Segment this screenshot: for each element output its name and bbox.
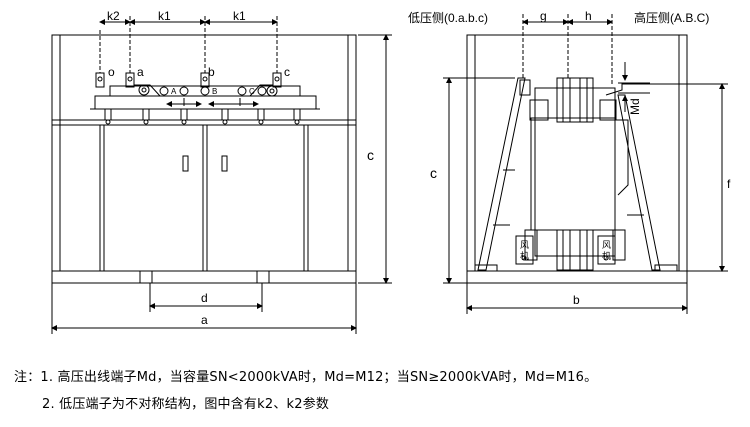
dim-f-label: f bbox=[727, 177, 731, 191]
high-voltage-side-label: 高压侧(A.B.C) bbox=[634, 10, 709, 25]
fan-left-text-2: 机 bbox=[520, 250, 529, 261]
terminal-c-lug bbox=[272, 72, 282, 88]
phase-A-circle bbox=[159, 86, 169, 96]
dim-Md-label: Md bbox=[628, 98, 642, 115]
dim-c-front-label: c bbox=[367, 147, 374, 163]
dim-b-label: b bbox=[573, 293, 580, 307]
fan-right-text-2: 机 bbox=[602, 250, 611, 261]
side-enclosure-inner bbox=[474, 34, 680, 272]
terminal-o-label: o bbox=[108, 65, 115, 79]
note-line-2: 2. 低压端子为不对称结构，图中含有k2、k2参数 bbox=[42, 397, 330, 412]
terminal-a-label: a bbox=[137, 65, 144, 79]
lv-terminal-plate bbox=[94, 95, 317, 110]
fan-left-text: 风 bbox=[520, 240, 529, 250]
dim-k1-left-label: k1 bbox=[158, 9, 171, 23]
phase-B-circle bbox=[200, 86, 210, 96]
fan-left-box bbox=[515, 235, 534, 265]
terminal-b-label: b bbox=[208, 65, 215, 79]
terminal-a-lug bbox=[125, 72, 135, 88]
bushing-a-circle bbox=[138, 84, 150, 96]
terminal-o-lug bbox=[95, 72, 105, 88]
right-brace bbox=[617, 94, 661, 271]
dim-k2-label: k2 bbox=[107, 9, 120, 23]
side-enclosure-outer bbox=[466, 34, 688, 284]
dim-d-label: d bbox=[201, 291, 208, 305]
dim-g-label: g bbox=[540, 9, 547, 23]
door-handle-right bbox=[221, 155, 228, 172]
left-brace bbox=[477, 77, 526, 271]
note-line-1: 注：1. 高压出线端子Md，当容量SN<2000kVA时，Md=M12；当SN≥… bbox=[14, 370, 598, 385]
front-enclosure-outer bbox=[51, 34, 357, 284]
front-view bbox=[51, 16, 392, 334]
front-enclosure-inner bbox=[59, 34, 349, 272]
bottom-yoke bbox=[556, 229, 594, 271]
dim-c-side-label: c bbox=[430, 165, 437, 181]
dim-a-label: a bbox=[201, 313, 208, 327]
door-handle-left bbox=[182, 155, 189, 172]
coil-body bbox=[530, 117, 616, 231]
phase-B-label: B bbox=[212, 87, 217, 96]
low-voltage-side-label: 低压侧(0.a.b.c) bbox=[408, 11, 488, 25]
phase-A-label: A bbox=[171, 87, 177, 96]
side-view-labels: 低压侧(0.a.b.c) 高压侧(A.B.C) g h Md c f b 风 机… bbox=[408, 9, 731, 307]
fan-right-box bbox=[597, 235, 616, 265]
phase-C-circle bbox=[257, 86, 267, 96]
fan-right-label: 风 机 bbox=[602, 240, 614, 261]
top-yoke bbox=[556, 77, 594, 123]
fan-left-label: 风 机 bbox=[520, 240, 532, 261]
transformer-core bbox=[534, 87, 616, 257]
phase-C-label: C bbox=[249, 87, 255, 96]
dim-h-label: h bbox=[585, 9, 592, 23]
dim-k1-right-label: k1 bbox=[233, 9, 246, 23]
front-view-labels: k2 k1 k1 o a b c A B C c d a bbox=[107, 9, 374, 327]
fan-right-text: 风 bbox=[602, 240, 611, 250]
side-view bbox=[443, 14, 728, 314]
terminal-c-label: c bbox=[284, 65, 290, 79]
